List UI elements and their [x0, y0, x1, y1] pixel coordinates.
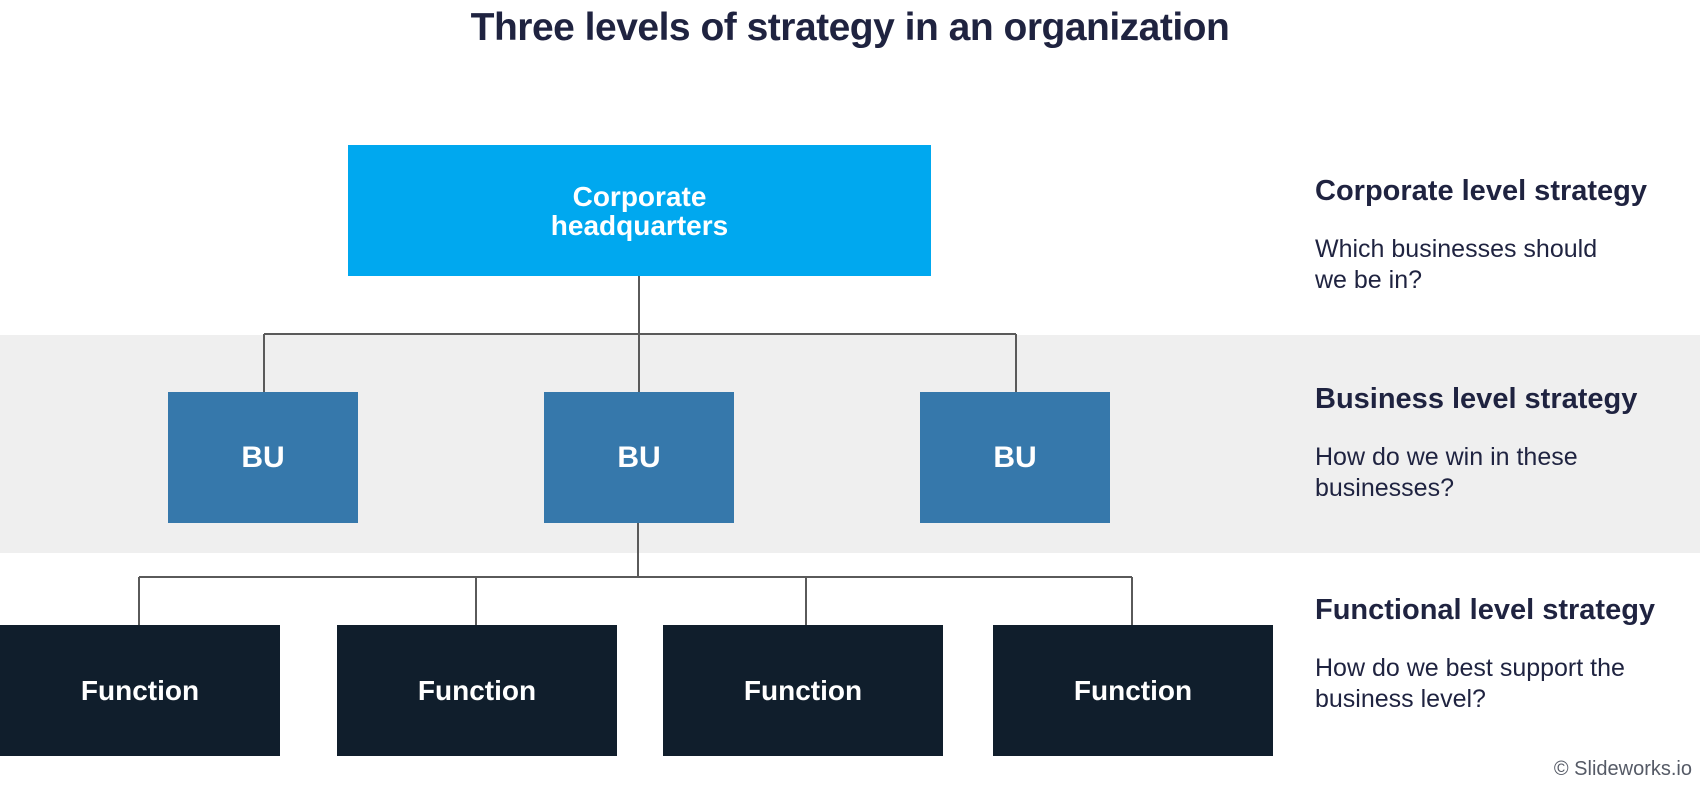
- functional-level-desc-line2: business level?: [1315, 685, 1486, 713]
- page-title: Three levels of strategy in an organizat…: [470, 6, 1230, 49]
- corporate-level-block: Corporate level strategy Which businesse…: [1315, 174, 1675, 296]
- functional-level-desc: How do we best support the business leve…: [1315, 653, 1675, 715]
- hq-label-line2: headquarters: [550, 209, 729, 241]
- function-box-3: Function: [663, 625, 943, 756]
- functional-level-title: Functional level strategy: [1315, 594, 1656, 626]
- business-level-desc-line2: businesses?: [1315, 474, 1454, 502]
- function-box-4: Function: [993, 625, 1273, 756]
- corporate-level-title: Corporate level strategy: [1315, 175, 1648, 207]
- corporate-level-desc: Which businesses should we be in?: [1315, 234, 1675, 296]
- business-level-desc: How do we win in these businesses?: [1315, 442, 1675, 504]
- bu-box-3: BU: [920, 392, 1110, 523]
- bu-box-1: BU: [168, 392, 358, 523]
- bu-box-2: BU: [544, 392, 734, 523]
- corporate-headquarters-box: Corporate headquarters: [348, 145, 931, 276]
- functional-level-block: Functional level strategy How do we best…: [1315, 593, 1675, 715]
- business-level-desc-line1: How do we win in these: [1315, 443, 1578, 471]
- corporate-level-desc-line1: Which businesses should: [1315, 235, 1598, 263]
- functional-level-desc-line1: How do we best support the: [1315, 654, 1625, 682]
- function-box-2: Function: [337, 625, 617, 756]
- business-level-title: Business level strategy: [1315, 383, 1638, 415]
- copyright-notice: © Slideworks.io: [1553, 758, 1692, 780]
- function-box-1: Function: [0, 625, 280, 756]
- business-level-block: Business level strategy How do we win in…: [1315, 382, 1675, 504]
- hq-label-line1: Corporate: [572, 180, 707, 212]
- corporate-level-desc-line2: we be in?: [1315, 266, 1423, 294]
